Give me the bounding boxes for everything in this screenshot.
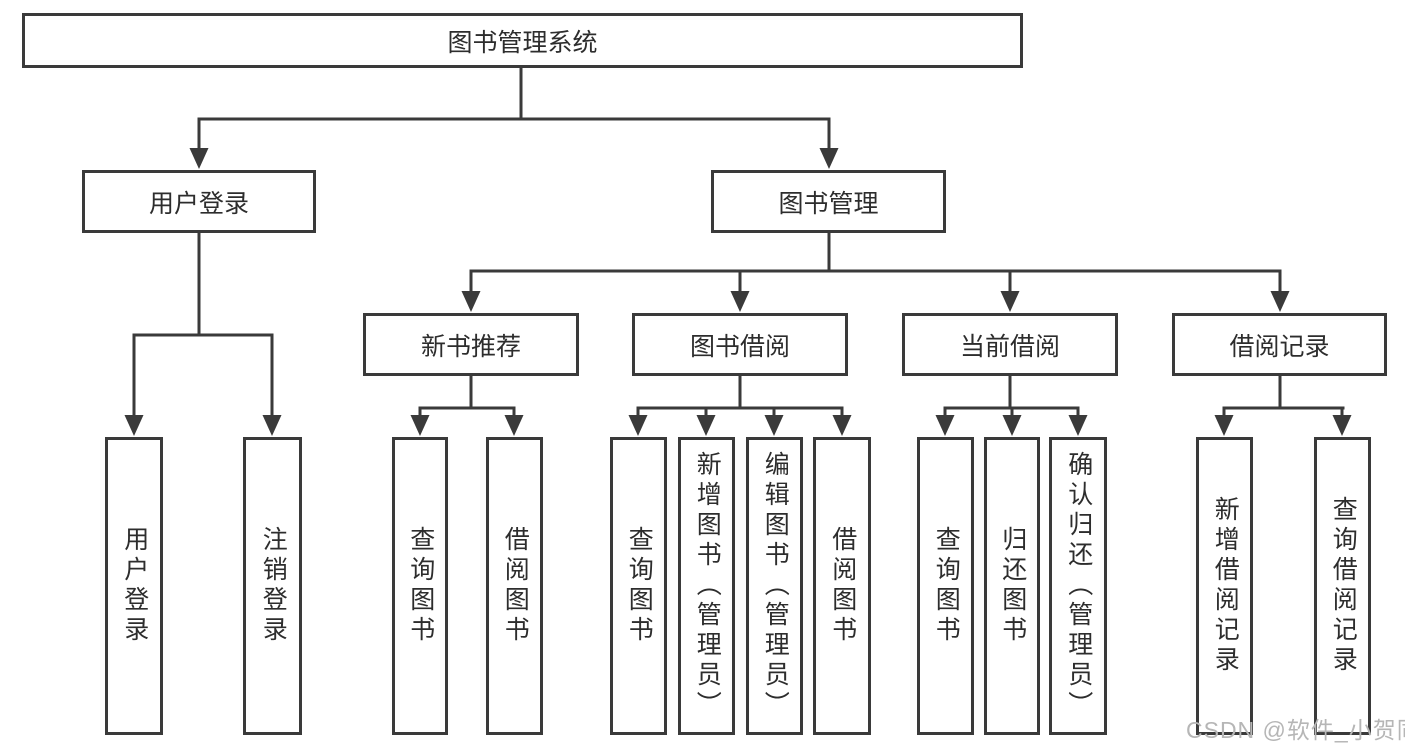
leaf-label: 新增图书（管理员）	[693, 451, 722, 721]
leaf-label: 查询图书	[932, 526, 961, 646]
node-book-borrow: 图书借阅	[632, 313, 848, 376]
node-new-book-recommend: 新书推荐	[363, 313, 579, 376]
node-book-borrow-label: 图书借阅	[689, 332, 790, 361]
leaf-query-books-recommend: 查询图书	[392, 437, 448, 735]
node-book-management-label: 图书管理	[778, 189, 879, 218]
leaf-add-borrow-record: 新增借阅记录	[1196, 437, 1253, 735]
leaf-user-login: 用户登录	[105, 437, 163, 735]
node-current-borrow: 当前借阅	[902, 313, 1118, 376]
leaf-query-borrow-record: 查询借阅记录	[1314, 437, 1371, 735]
arrow-icon	[1332, 415, 1352, 436]
leaf-label: 新增借阅记录	[1211, 496, 1240, 676]
leaf-logout: 注销登录	[243, 437, 302, 735]
arrow-icon	[189, 148, 209, 169]
leaf-query-books-current: 查询图书	[917, 437, 974, 735]
leaf-edit-books-admin: 编辑图书（管理员）	[746, 437, 803, 735]
arrow-icon	[1214, 415, 1234, 436]
connector-group-user-login	[124, 233, 282, 436]
leaf-label: 确认归还（管理员）	[1064, 451, 1093, 721]
node-user-login: 用户登录	[82, 170, 316, 233]
leaf-label: 归还图书	[998, 526, 1027, 646]
arrow-icon	[628, 415, 648, 436]
leaf-confirm-return-admin: 确认归还（管理员）	[1049, 437, 1107, 735]
arrow-icon	[1068, 415, 1088, 436]
node-borrow-records: 借阅记录	[1172, 313, 1387, 376]
node-root: 图书管理系统	[22, 13, 1023, 68]
arrow-icon	[262, 415, 282, 436]
leaf-add-books-admin: 新增图书（管理员）	[678, 437, 735, 735]
node-new-book-recommend-label: 新书推荐	[420, 332, 521, 361]
leaf-label: 借阅图书	[501, 526, 530, 646]
connector-group-book-management	[461, 233, 1290, 312]
arrow-icon	[1000, 291, 1020, 312]
leaf-label: 注销登录	[259, 526, 288, 646]
arrow-icon	[461, 291, 481, 312]
arrow-icon	[935, 415, 955, 436]
node-borrow-records-label: 借阅记录	[1229, 332, 1330, 361]
node-current-borrow-label: 当前借阅	[959, 332, 1060, 361]
leaf-label: 借阅图书	[828, 526, 857, 646]
node-root-label: 图书管理系统	[447, 28, 598, 57]
leaf-label: 查询图书	[625, 526, 654, 646]
arrow-icon	[764, 415, 784, 436]
leaf-query-books-borrow: 查询图书	[610, 437, 667, 735]
arrow-icon	[410, 415, 430, 436]
arrow-icon	[730, 291, 750, 312]
leaf-borrow-books: 借阅图书	[813, 437, 871, 735]
connector-group-root	[189, 68, 839, 169]
arrow-icon	[696, 415, 716, 436]
leaf-label: 用户登录	[120, 526, 149, 646]
arrow-icon	[819, 148, 839, 169]
arrow-icon	[832, 415, 852, 436]
arrow-icon	[1270, 291, 1290, 312]
node-book-management: 图书管理	[711, 170, 946, 233]
connector-group-new-book-recommend	[410, 376, 524, 436]
arrow-icon	[124, 415, 144, 436]
csdn-watermark: CSDN @软件_小贺同学	[1186, 717, 1405, 743]
arrow-icon	[504, 415, 524, 436]
leaf-borrow-books-recommend: 借阅图书	[486, 437, 543, 735]
arrow-icon	[1002, 415, 1022, 436]
connector-group-current-borrow	[935, 376, 1088, 436]
leaf-label: 查询借阅记录	[1329, 496, 1358, 676]
connector-group-book-borrow	[628, 376, 852, 436]
leaf-label: 编辑图书（管理员）	[761, 451, 790, 721]
connector-group-borrow-records	[1214, 376, 1352, 436]
node-user-login-label: 用户登录	[148, 189, 249, 218]
leaf-label: 查询图书	[406, 526, 435, 646]
leaf-return-books: 归还图书	[984, 437, 1040, 735]
